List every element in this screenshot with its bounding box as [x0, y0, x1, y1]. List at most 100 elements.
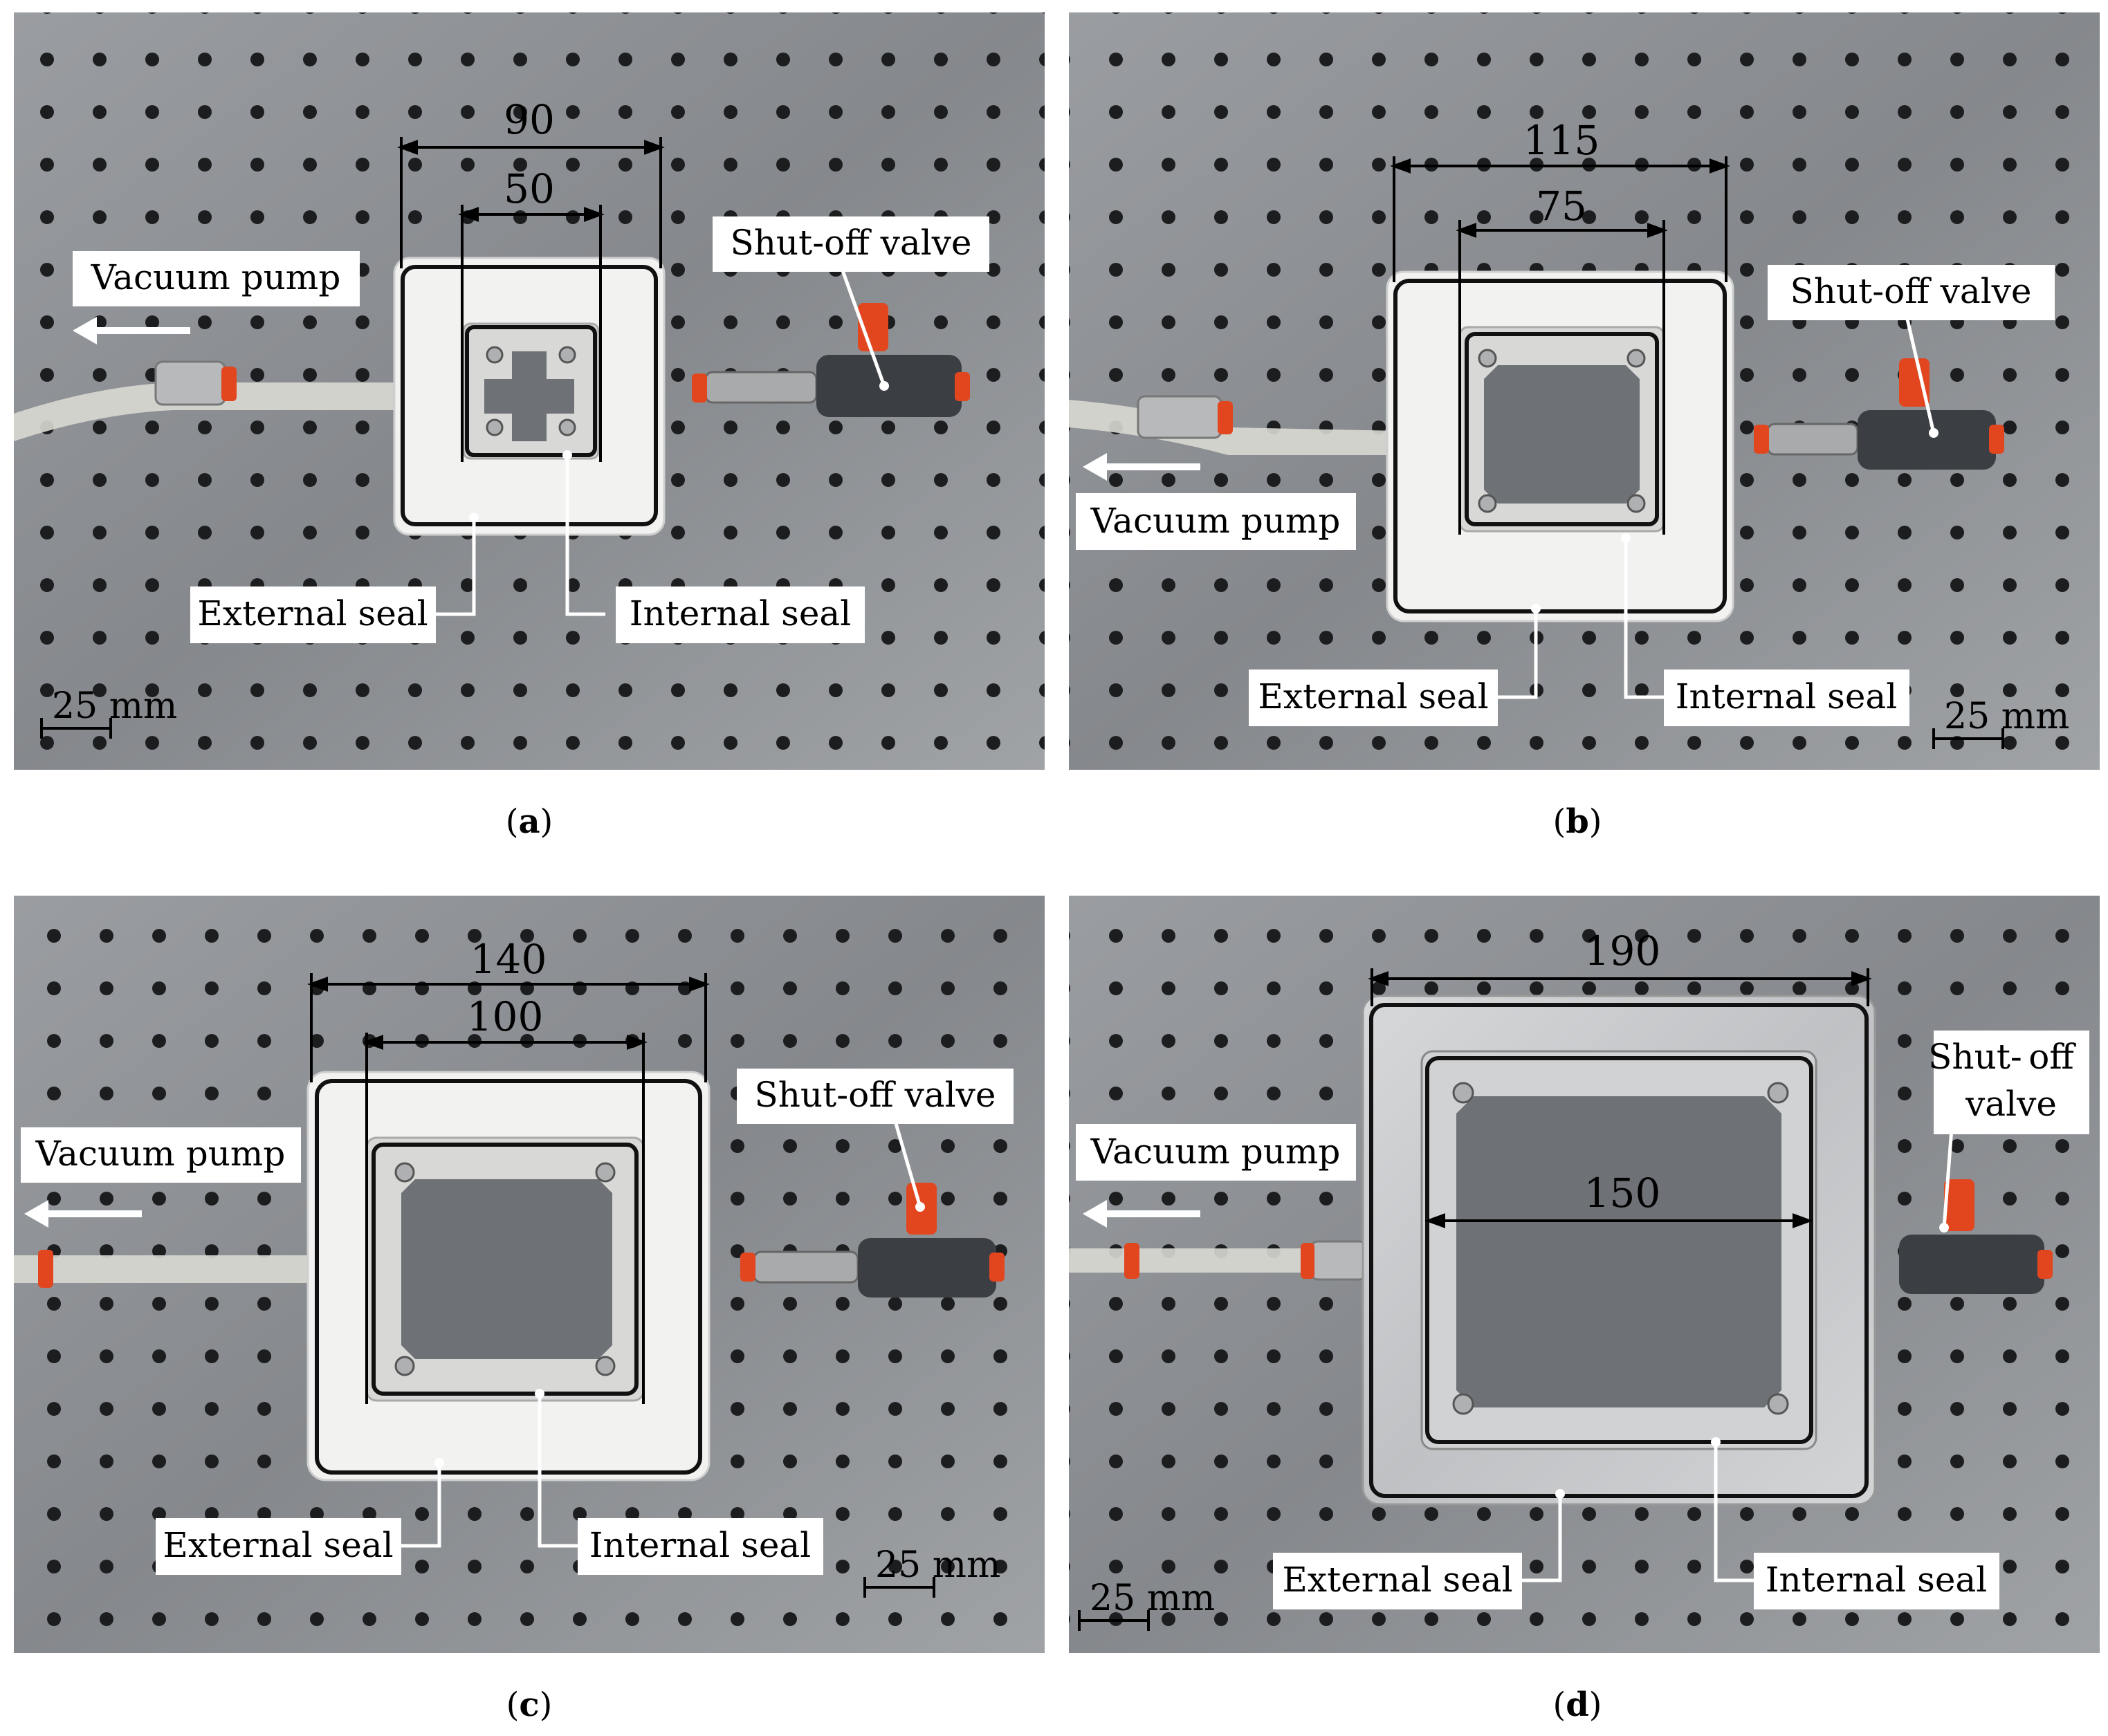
vacuum-tube — [14, 1255, 318, 1283]
caption-b: (b) — [1552, 802, 1602, 841]
screw — [486, 418, 504, 436]
panel-d: 190 150 Vacuum pump Shut- off valve Exte… — [1069, 896, 2100, 1653]
leader-dot — [1531, 604, 1541, 613]
leader-dot — [1939, 1223, 1949, 1232]
screw — [486, 346, 504, 364]
dimension-75 — [1456, 220, 1668, 535]
dimension-50 — [458, 205, 605, 462]
panel-a-photo: 90 50 Vacuum pump Shut-off valve Externa… — [14, 12, 1045, 770]
label-box-valve — [1934, 1031, 2089, 1134]
dimension-outer-text: 115 — [1523, 117, 1600, 164]
panel-c-photo: 140 100 Vacuum pump Shut-off valve Exter… — [14, 896, 1045, 1653]
internal-seal-label: Internal seal — [589, 1525, 811, 1565]
label-box-internal — [578, 1518, 823, 1575]
label-box-external — [190, 587, 436, 643]
red-collar — [38, 1250, 53, 1288]
shut-off-valve-label: Shut-off valve — [754, 1075, 996, 1115]
leader-dot — [1929, 428, 1939, 438]
red-collar — [1218, 401, 1233, 434]
screw — [394, 1356, 415, 1376]
tube-connector — [1310, 1240, 1368, 1281]
label-box-external — [1273, 1553, 1522, 1609]
label-box-vacuum — [73, 251, 360, 306]
internal-seal-ring — [372, 1143, 639, 1396]
internal-seal-label: Internal seal — [1766, 1560, 1987, 1600]
red-collar — [221, 367, 237, 401]
panel-d-photo: 190 150 Vacuum pump Shut- off valve Exte… — [1069, 896, 2100, 1653]
screw — [595, 1356, 616, 1376]
dimension-inner-text: 100 — [467, 993, 544, 1040]
panel-b: 115 75 Vacuum pump Shut-off valve Extern… — [1069, 12, 2100, 770]
external-seal-label: External seal — [163, 1525, 393, 1565]
panel-b-photo: 115 75 Vacuum pump Shut-off valve Extern… — [1069, 12, 2100, 770]
screw — [1626, 349, 1646, 368]
internal-seal-label: Internal seal — [1676, 676, 1897, 717]
screw — [1478, 349, 1497, 368]
dimension-100 — [363, 1033, 648, 1404]
label-box-vacuum — [21, 1127, 301, 1183]
dimension-outer-text: 140 — [470, 936, 547, 983]
valve-body — [1858, 410, 1996, 470]
label-box-internal — [1754, 1553, 1999, 1609]
internal-seal-ring — [465, 325, 597, 457]
vacuum-pump-label: Vacuum pump — [91, 257, 341, 297]
label-box-external — [156, 1518, 401, 1575]
dimension-outer-text: 90 — [504, 96, 555, 143]
scale-bar — [1932, 728, 2004, 749]
opening — [401, 1179, 612, 1359]
shut-off-valve-label: Shut-off valve — [1790, 271, 2031, 311]
screw — [558, 346, 576, 364]
red-collar — [955, 372, 970, 401]
leader-dot — [434, 1458, 444, 1468]
screw — [394, 1162, 415, 1183]
scale-label: 25 mm — [1944, 696, 2069, 737]
leader-dot — [1555, 1489, 1565, 1499]
shut-off-valve-label: Shut-off valve — [730, 223, 971, 263]
valve-knob — [858, 303, 888, 351]
screw — [1767, 1393, 1789, 1415]
vacuum-pump-label: Vacuum pump — [1090, 1132, 1341, 1172]
red-collar — [1989, 425, 2004, 454]
caption-a: (a) — [505, 802, 553, 841]
tube-connector — [154, 360, 226, 406]
scale-bar — [40, 718, 112, 739]
dimension-140 — [307, 973, 710, 1082]
cross-opening — [484, 351, 574, 441]
screw — [1452, 1393, 1474, 1415]
external-seal-ring — [1393, 279, 1727, 613]
leader-lines — [1498, 313, 1936, 699]
external-seal-ring — [315, 1079, 702, 1475]
red-collar — [1124, 1243, 1139, 1279]
caption-d-letter: d — [1566, 1686, 1589, 1724]
leader-lines — [436, 264, 886, 616]
dimension-inner-text: 75 — [1536, 183, 1587, 230]
red-collar — [989, 1253, 1005, 1282]
shut-off-valve-line3: valve — [1965, 1084, 2057, 1124]
vacuum-tube — [1069, 1248, 1366, 1273]
screw — [1452, 1082, 1474, 1104]
scale-label: 25 mm — [1090, 1578, 1215, 1619]
leader-dot — [469, 513, 479, 522]
leader-dot — [879, 381, 889, 391]
label-box-valve — [713, 216, 989, 272]
internal-seal-ring — [1425, 1056, 1813, 1444]
screw — [558, 418, 576, 436]
label-box-valve — [737, 1069, 1014, 1124]
external-seal-label: External seal — [197, 593, 428, 634]
label-box-internal — [616, 587, 865, 643]
dimension-190 — [1368, 968, 1872, 1006]
screw — [595, 1162, 616, 1183]
opening — [1456, 1096, 1781, 1407]
leader-dot — [562, 450, 572, 460]
red-collar — [2037, 1250, 2053, 1279]
red-collar — [1754, 425, 1769, 454]
leader-dot — [1711, 1437, 1721, 1447]
scale-bar — [863, 1577, 935, 1598]
tube-connector — [1766, 423, 1859, 456]
panel-a: 90 50 Vacuum pump Shut-off valve Externa… — [14, 12, 1045, 770]
dimension-inner-text: 150 — [1584, 1170, 1661, 1217]
vacuum-pump-label: Vacuum pump — [35, 1134, 286, 1174]
internal-seal-label: Internal seal — [630, 593, 851, 634]
dimension-90 — [397, 137, 665, 268]
scale-label: 25 mm — [875, 1544, 1000, 1586]
